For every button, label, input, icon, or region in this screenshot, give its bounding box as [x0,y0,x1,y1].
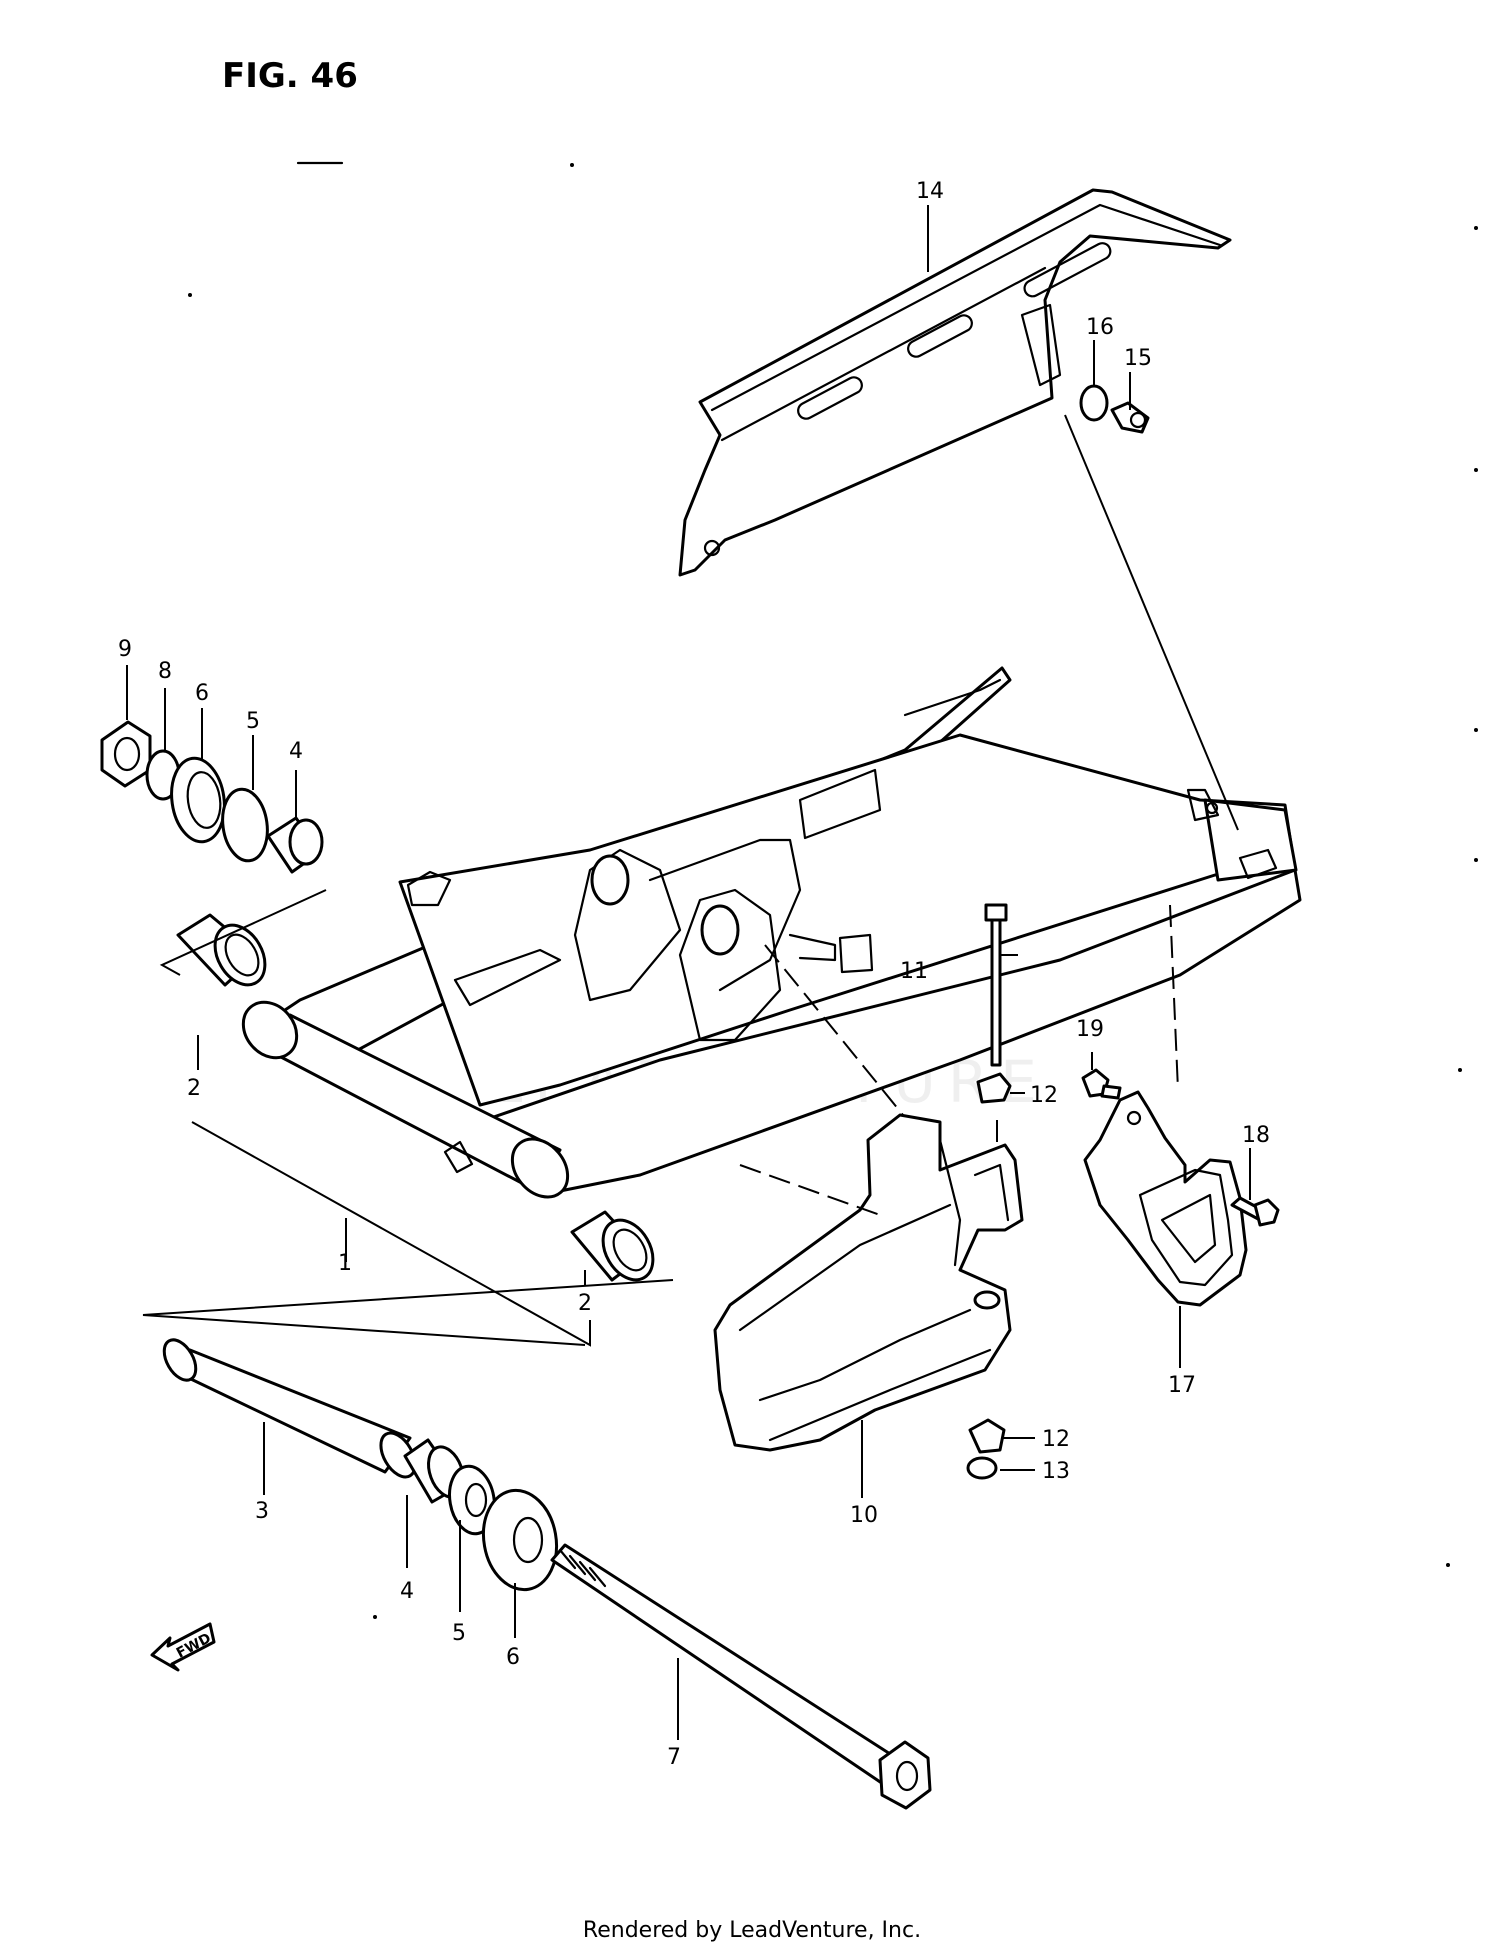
callout-19: 19 [1076,1017,1104,1042]
swingarm [241,666,1302,1199]
bearing-2-upper [176,913,267,987]
callout-15: 15 [1124,346,1152,371]
guard-17 [1083,1090,1248,1307]
callout-7: 7 [667,1745,681,1770]
callout-5: 5 [246,709,260,734]
bolt-18 [1230,1196,1280,1227]
callout-6: 6 [195,681,209,706]
nut-12-upper [976,1072,1012,1104]
bolt-19 [1081,1068,1122,1100]
callout-2-upper: 2 [187,1076,201,1101]
callout-12-upper: 12 [1030,1083,1058,1108]
callout-12-lower: 12 [1042,1427,1070,1452]
scan-dots [188,163,1478,1619]
callout-13: 13 [1042,1459,1070,1484]
nut-9 [100,720,152,788]
callout-labels: 1 2 2 3 4 4 5 5 6 6 7 8 9 10 11 12 12 13… [118,179,1270,1770]
chain-case [678,188,1232,577]
callout-17: 17 [1168,1373,1196,1398]
washer-5-rear [448,1464,496,1536]
washer-5 [221,787,269,863]
callout-1: 1 [338,1251,352,1276]
collar-6 [170,756,226,844]
fwd-arrow-icon: FWD [150,1622,216,1672]
callout-6-rear: 6 [506,1645,520,1670]
callout-16: 16 [1086,315,1114,340]
footer-credit: Rendered by LeadVenture, Inc. [583,1918,921,1943]
washer-16 [1079,384,1109,422]
callout-2-lower: 2 [578,1291,592,1316]
bolt-15 [1110,401,1150,434]
pivot-shaft-7 [550,1543,932,1810]
callout-8: 8 [158,659,172,684]
callout-4-rear: 4 [400,1579,414,1604]
figure-title: FIG. 46 [222,56,358,96]
chain-slider-10 [713,1113,1024,1452]
callout-18: 18 [1242,1123,1270,1148]
spacer-4 [266,816,324,874]
callout-14: 14 [916,179,944,204]
bearing-2-lower [570,1210,655,1282]
callout-9: 9 [118,637,132,662]
callout-3: 3 [255,1499,269,1524]
callout-11: 11 [900,959,928,984]
bolt-11 [984,903,1008,1067]
leader-lines [126,205,1251,1740]
tube-3 [162,1338,417,1479]
nut-12-lower [968,1418,1006,1454]
callout-4: 4 [289,739,303,764]
washer-13 [966,1456,998,1480]
callout-10: 10 [850,1503,878,1528]
callout-5-rear: 5 [452,1621,466,1646]
collar-6-rear [481,1488,559,1592]
